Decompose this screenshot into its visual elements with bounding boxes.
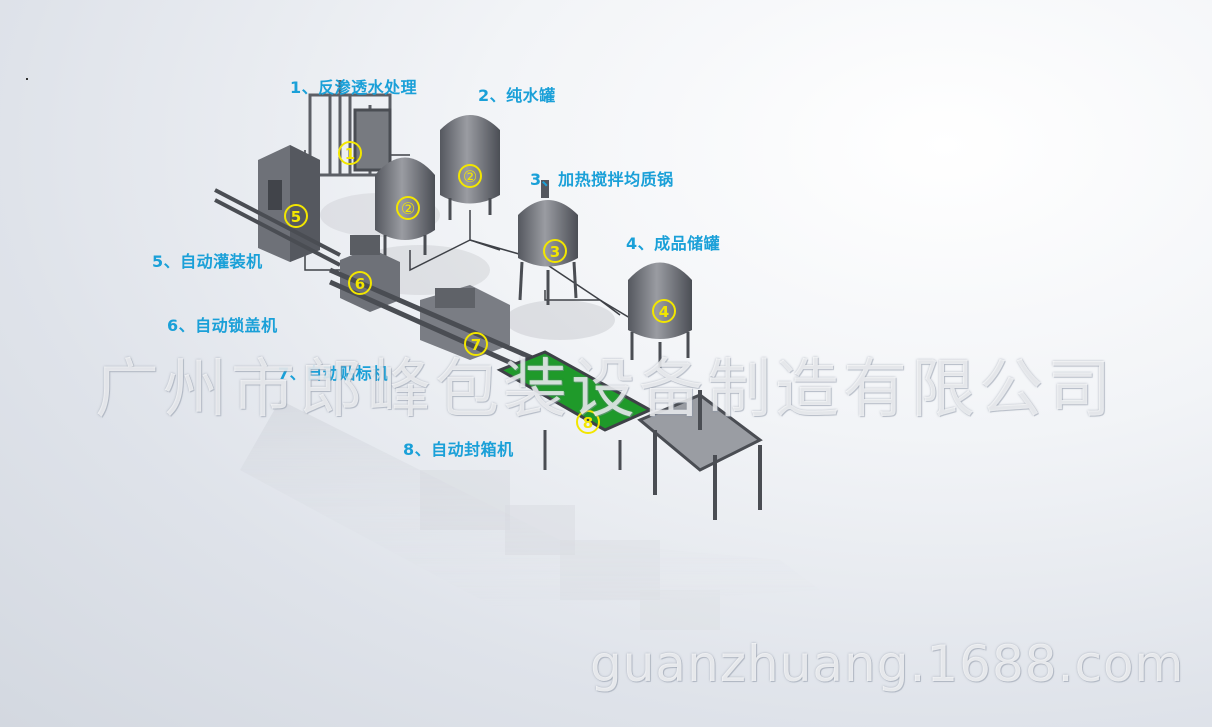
mixing-kettle [518, 180, 578, 305]
svg-text:3: 3 [550, 243, 560, 261]
infeed-conveyor [214, 188, 341, 267]
url-watermark: guanzhuang.1688.com [590, 635, 1185, 693]
svg-text:5: 5 [291, 208, 301, 226]
svg-text:7: 7 [471, 336, 481, 354]
marker-8: 8 [576, 410, 600, 434]
marker-3: 3 [543, 239, 567, 263]
filler-machine [258, 145, 320, 262]
marker-4: 4 [652, 299, 676, 323]
svg-text:②: ② [401, 199, 415, 218]
label-carton-sealer: 8、自动封箱机 [403, 440, 514, 459]
marker-2b: ② [458, 164, 482, 188]
label-pure-water-tank: 2、纯水罐 [478, 86, 556, 105]
marker-5: 5 [284, 204, 308, 228]
marker-6: 6 [348, 271, 372, 295]
svg-text:②: ② [463, 167, 477, 186]
pure-water-tank-back [440, 115, 500, 220]
marker-1: 1 [338, 141, 362, 165]
svg-text:6: 6 [355, 275, 365, 293]
marker-2a: ② [396, 196, 420, 220]
marker-7: 7 [464, 332, 488, 356]
label-filler: 5、自动灌装机 [152, 252, 263, 271]
carton-sealer [496, 350, 763, 520]
label-labeler: 7、自动贴标机 [278, 364, 389, 383]
svg-text:8: 8 [583, 414, 593, 432]
main-conveyor [328, 267, 561, 381]
stray-dot [26, 78, 28, 80]
label-storage-tank: 4、成品储罐 [626, 234, 721, 253]
label-capper: 6、自动锁盖机 [167, 316, 278, 335]
label-ro-water-treatment: 1、反渗透水处理 [290, 78, 418, 97]
markers: 1 ② ② 3 4 5 6 7 8 [284, 141, 676, 434]
svg-text:4: 4 [659, 303, 669, 321]
company-watermark: 广州市郎峰包装设备制造有限公司 [95, 353, 1115, 427]
label-mixing-kettle: 3、加热搅拌均质锅 [530, 170, 674, 189]
svg-text:1: 1 [345, 145, 355, 163]
